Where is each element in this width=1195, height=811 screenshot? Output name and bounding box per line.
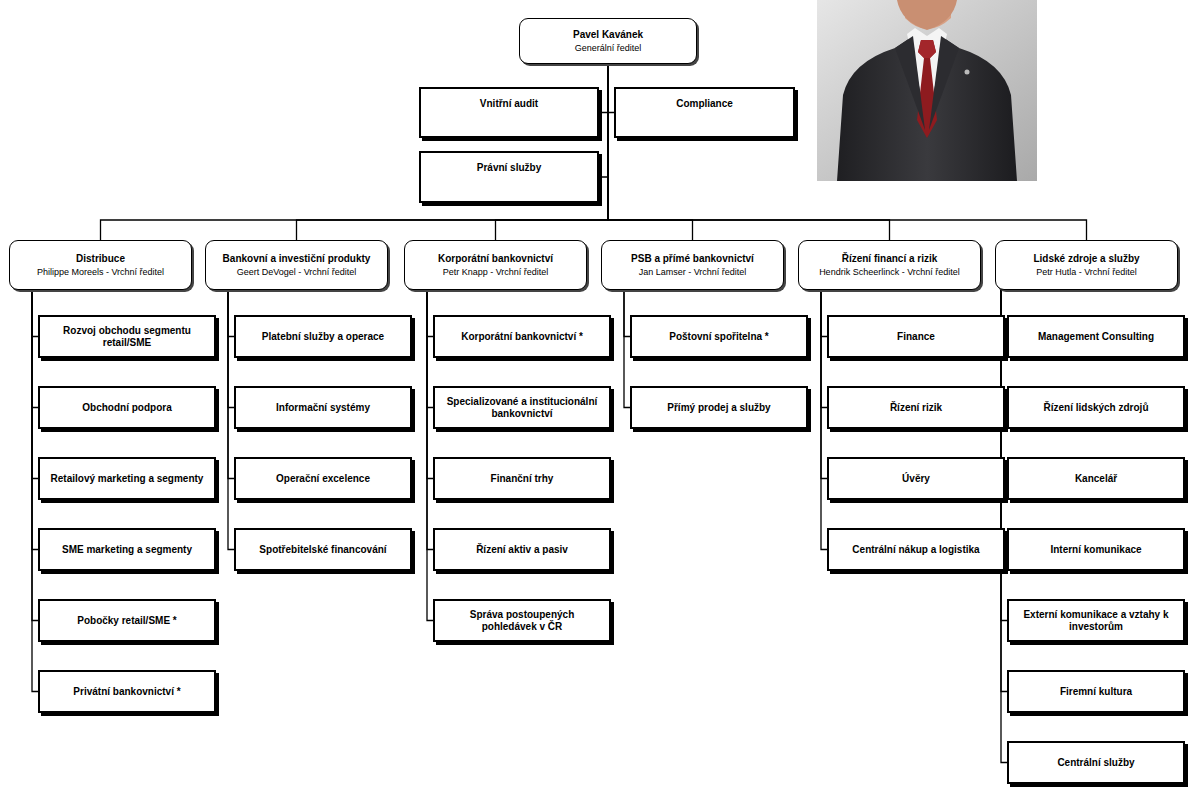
- box-subtitle: Philippe Moreels - Vrchní ředitel: [37, 267, 164, 278]
- connector-line: [599, 64, 608, 177]
- unit-box: Management Consulting: [1007, 315, 1185, 358]
- unit-box: Kancelář: [1007, 457, 1185, 500]
- unit-box: Interní komunikace: [1007, 528, 1185, 571]
- box-title: Informační systémy: [276, 402, 370, 414]
- unit-box: Přímý prodej a služby: [630, 386, 808, 429]
- connector-line: [599, 64, 608, 113]
- unit-box: Platební služby a operace: [234, 315, 412, 358]
- box-subtitle: Generální ředitel: [575, 43, 642, 54]
- box-title: Pobočky retail/SME *: [77, 615, 176, 627]
- box-title: Pavel Kavánek: [573, 29, 643, 41]
- box-title: Rozvoj obchodu segmentu retail/SME: [47, 325, 207, 349]
- ceo-box: Pavel KavánekGenerální ředitel: [519, 18, 697, 64]
- box-title: Řízení lidských zdrojů: [1043, 402, 1148, 414]
- division-box: Lidské zdroje a službyPetr Hutla - Vrchn…: [995, 240, 1178, 290]
- unit-box: Správa postoupených pohledávek v ČR: [433, 599, 611, 642]
- unit-box: Poštovní spořitelna *: [630, 315, 808, 358]
- box-title: Korporátní bankovnictví: [438, 253, 553, 265]
- box-subtitle: Geert DeVogel - Vrchní ředitel: [237, 267, 357, 278]
- unit-box: Korporátní bankovnictví *: [433, 315, 611, 358]
- unit-box: Řízení aktiv a pasiv: [433, 528, 611, 571]
- box-title: Finance: [897, 331, 935, 343]
- box-title: Přímý prodej a služby: [667, 402, 770, 414]
- box-title: Řízení rizik: [890, 402, 942, 414]
- unit-box: Externí komunikace a vztahy k investorům: [1007, 599, 1185, 642]
- box-title: Centrální služby: [1057, 757, 1134, 769]
- unit-box: Obchodní podpora: [38, 386, 216, 429]
- unit-box: SME marketing a segmenty: [38, 528, 216, 571]
- box-title: Úvěry: [902, 473, 930, 485]
- division-box: Řízení financí a rizikHendrik Scheerlinc…: [798, 240, 981, 290]
- unit-box: Informační systémy: [234, 386, 412, 429]
- box-title: Řízení financí a rizik: [842, 253, 938, 265]
- box-title: Retailový marketing a segmenty: [51, 473, 204, 485]
- division-box: PSB a přímé bankovnictvíJan Lamser - Vrc…: [601, 240, 784, 290]
- unit-box: Úvěry: [827, 457, 1005, 500]
- division-box: Bankovní a investiční produktyGeert DeVo…: [205, 240, 388, 290]
- box-title: Korporátní bankovnictví *: [461, 331, 583, 343]
- connector-line: [608, 64, 1087, 240]
- box-title: Právní služby: [477, 162, 541, 174]
- division-box: DistribucePhilippe Moreels - Vrchní ředi…: [9, 240, 192, 290]
- box-title: Lidské zdroje a služby: [1033, 253, 1139, 265]
- box-title: Správa postoupených pohledávek v ČR: [442, 609, 602, 633]
- unit-box: Compliance: [614, 87, 795, 138]
- box-title: Obchodní podpora: [82, 402, 171, 414]
- unit-box: Rozvoj obchodu segmentu retail/SME: [38, 315, 216, 358]
- unit-box: Pobočky retail/SME *: [38, 599, 216, 642]
- unit-box: Finance: [827, 315, 1005, 358]
- connector-line: [608, 64, 890, 240]
- division-box: Korporátní bankovnictvíPetr Knapp - Vrch…: [404, 240, 587, 290]
- unit-box: Firemní kultura: [1007, 670, 1185, 713]
- box-title: Firemní kultura: [1060, 686, 1132, 698]
- box-title: Specializované a institucionální bankovn…: [442, 396, 602, 420]
- box-title: Spotřebitelské financování: [259, 544, 386, 556]
- connector-line: [297, 64, 609, 240]
- box-title: Compliance: [676, 98, 733, 110]
- box-title: Interní komunikace: [1050, 544, 1141, 556]
- box-subtitle: Jan Lamser - Vrchní ředitel: [639, 267, 747, 278]
- unit-box: Privátní bankovnictví *: [38, 670, 216, 713]
- box-title: Finanční trhy: [491, 473, 554, 485]
- unit-box: Finanční trhy: [433, 457, 611, 500]
- unit-box: Spotřebitelské financování: [234, 528, 412, 571]
- unit-box: Specializované a institucionální bankovn…: [433, 386, 611, 429]
- unit-box: Řízení lidských zdrojů: [1007, 386, 1185, 429]
- unit-box: Řízení rizik: [827, 386, 1005, 429]
- portrait-photo: [817, 0, 1037, 181]
- box-title: PSB a přímé bankovnictví: [631, 253, 754, 265]
- box-title: Management Consulting: [1038, 331, 1154, 343]
- box-title: Externí komunikace a vztahy k investorům: [1016, 609, 1176, 633]
- box-title: Bankovní a investiční produkty: [223, 253, 371, 265]
- unit-box: Právní služby: [419, 151, 599, 203]
- unit-box: Vnitřní audit: [419, 87, 599, 138]
- box-title: Distribuce: [76, 253, 125, 265]
- unit-box: Operační excelence: [234, 457, 412, 500]
- box-title: Vnitřní audit: [480, 98, 538, 110]
- unit-box: Centrální služby: [1007, 741, 1185, 784]
- unit-box: Retailový marketing a segmenty: [38, 457, 216, 500]
- box-title: Řízení aktiv a pasiv: [476, 544, 568, 556]
- box-title: Operační excelence: [276, 473, 370, 485]
- unit-box: Centrální nákup a logistika: [827, 528, 1005, 571]
- box-title: Centrální nákup a logistika: [852, 544, 979, 556]
- box-title: Privátní bankovnictví *: [73, 686, 180, 698]
- box-title: SME marketing a segmenty: [62, 544, 192, 556]
- box-subtitle: Hendrik Scheerlinck - Vrchní ředitel: [819, 267, 960, 278]
- connector-line: [101, 64, 609, 240]
- box-subtitle: Petr Knapp - Vrchní ředitel: [443, 267, 549, 278]
- box-title: Platební služby a operace: [262, 331, 384, 343]
- box-title: Kancelář: [1075, 473, 1117, 485]
- box-subtitle: Petr Hutla - Vrchní ředitel: [1036, 267, 1137, 278]
- box-title: Poštovní spořitelna *: [669, 331, 768, 343]
